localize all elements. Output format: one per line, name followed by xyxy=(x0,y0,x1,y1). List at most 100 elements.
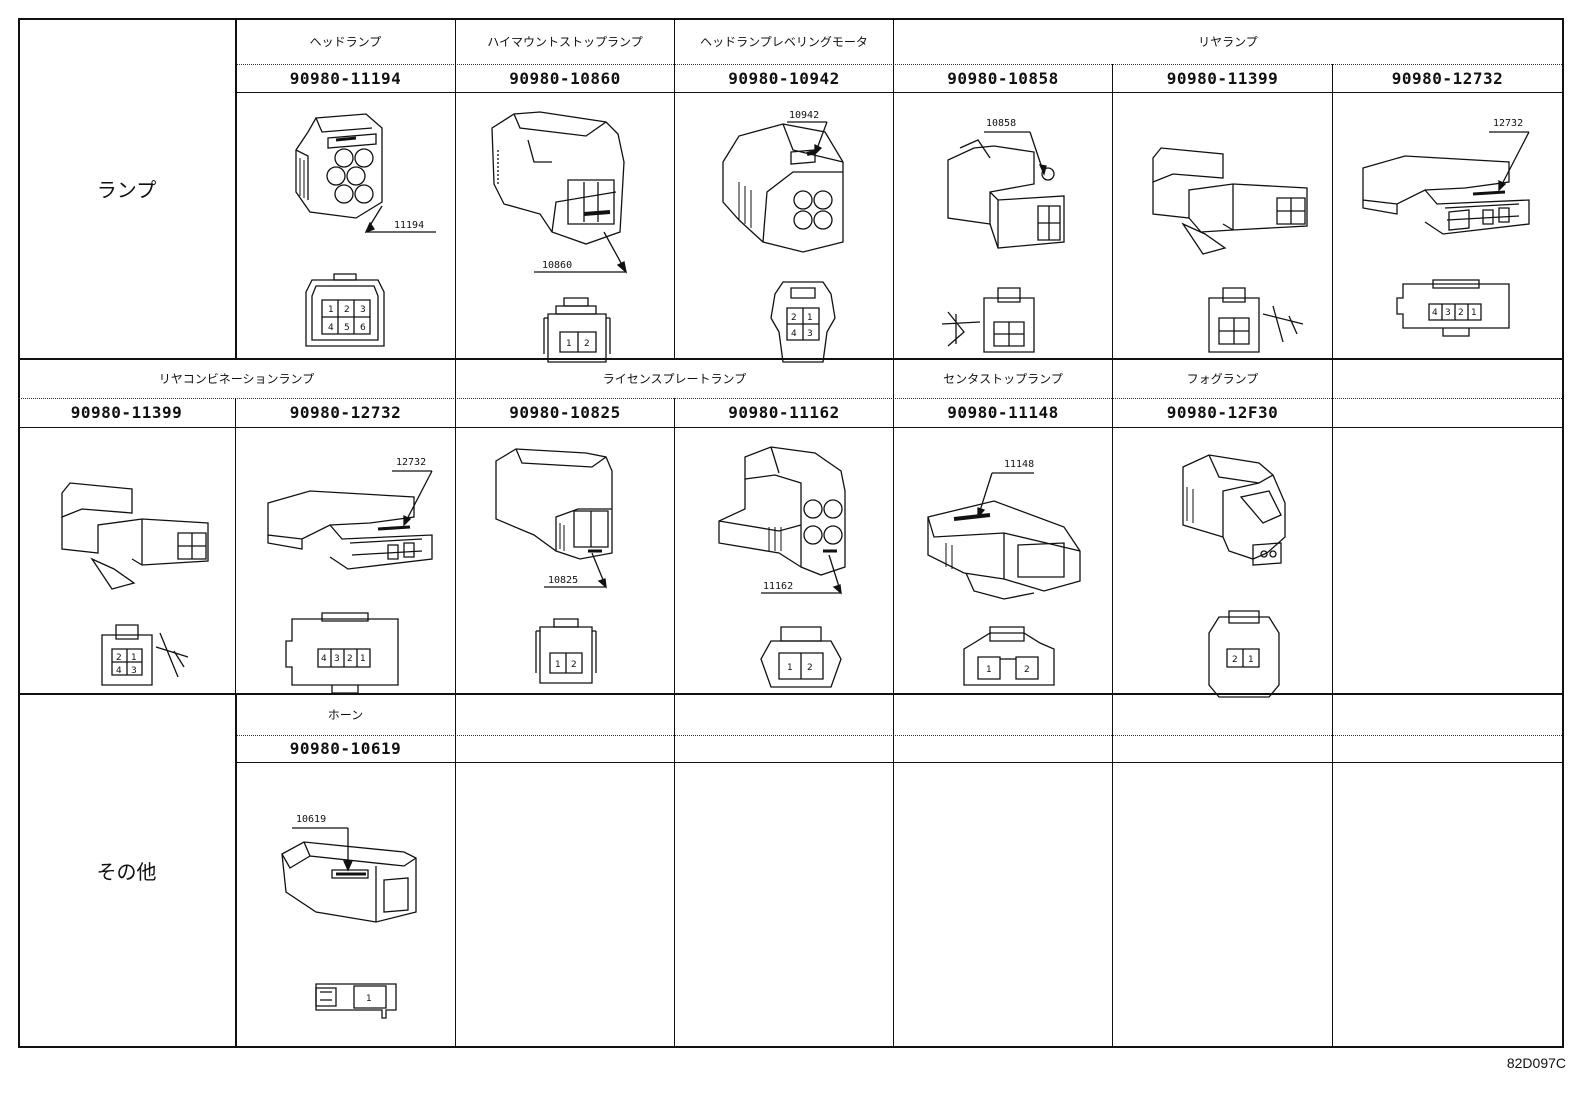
connector-drawing-11194: 11194 1 2 3 4 5 6 xyxy=(236,92,455,358)
connector-drawing-12732: 12732 4 3 2 1 xyxy=(1333,118,1562,358)
pin-label: 1 xyxy=(328,305,334,315)
pin-label: 3 xyxy=(807,329,813,339)
pin-label: 2 xyxy=(116,653,122,663)
connector-drawing-11148: 11148 1 2 xyxy=(894,459,1112,693)
pin-label: 2 xyxy=(571,660,577,670)
part-number: 90980-10825 xyxy=(509,403,621,422)
pin-label: 2 xyxy=(584,339,590,349)
s2-col-3 xyxy=(893,358,894,693)
connector-drawing-11162: 11162 1 2 xyxy=(675,427,893,693)
category-license-plate-lamp: ライセンスプレートランプ xyxy=(602,371,747,386)
border-right xyxy=(1562,18,1564,1048)
s1-cat-line xyxy=(236,64,1562,65)
pin-label: 1 xyxy=(1471,308,1477,318)
pin-label: 1 xyxy=(787,663,793,673)
pin-label: 6 xyxy=(360,323,366,333)
part-number: 90980-10942 xyxy=(728,68,840,88)
s2-pn-line xyxy=(18,427,1562,428)
pin-label: 5 xyxy=(344,323,350,333)
pin-label: 2 xyxy=(344,305,350,315)
section-divider-1 xyxy=(18,358,1564,360)
s2-col-0 xyxy=(235,398,236,693)
s1-col-2 xyxy=(674,18,675,358)
pin-label: 1 xyxy=(366,994,372,1004)
callout-label: 11194 xyxy=(394,220,424,231)
category-headlamp-leveling-motor: ヘッドランプレベリングモータ xyxy=(700,34,868,49)
s1-col-3 xyxy=(893,18,894,358)
s3-col-4 xyxy=(1112,693,1113,1048)
border-top xyxy=(18,18,1564,20)
pin-label: 2 xyxy=(807,663,813,673)
s1-col-4 xyxy=(1112,64,1113,358)
s1-col-1 xyxy=(455,18,456,358)
s1-col-5 xyxy=(1332,64,1333,358)
s3-col-5 xyxy=(1332,693,1333,1048)
pin-label: 2 xyxy=(1024,665,1030,675)
part-number: 90980-11148 xyxy=(947,403,1059,422)
s2-col-2 xyxy=(674,398,675,693)
connector-drawing-11399: 2 1 4 3 xyxy=(18,427,235,693)
s2-col-4 xyxy=(1112,358,1113,693)
s2-col-1 xyxy=(455,358,456,693)
pin-label: 1 xyxy=(360,654,366,664)
border-left xyxy=(18,18,20,1048)
callout-label: 10860 xyxy=(542,260,572,271)
connector-drawing-10942: 10942 2 1 4 3 xyxy=(675,110,893,358)
pin-label: 1 xyxy=(1248,655,1254,665)
category-rear-combination-lamp: リヤコンビネーションランプ xyxy=(158,371,315,386)
callout-label: 12732 xyxy=(396,457,426,468)
connector-drawing-10825: 10825 1 2 xyxy=(456,427,674,693)
pin-label: 1 xyxy=(986,665,992,675)
connector-drawing-10619: 10619 1 xyxy=(236,814,455,1048)
category-rear-lamp: リヤランプ xyxy=(1198,34,1258,49)
part-number: 90980-12732 xyxy=(289,403,402,422)
connector-drawing-12732: 12732 4 3 2 1 xyxy=(236,457,455,693)
s3-col-3 xyxy=(893,693,894,1048)
pin-label: 1 xyxy=(807,313,813,323)
pin-label: 4 xyxy=(1432,308,1438,318)
section-divider-2 xyxy=(18,693,1564,695)
pin-label: 1 xyxy=(555,660,561,670)
pin-label: 4 xyxy=(328,323,334,333)
pin-label: 3 xyxy=(1445,308,1451,318)
s3-col-2 xyxy=(674,693,675,1048)
connector-drawing-11399 xyxy=(1113,92,1332,358)
pin-label: 1 xyxy=(131,653,137,663)
category-high-mount-stop-lamp: ハイマウントストップランプ xyxy=(487,34,643,49)
connector-table: ランプ その他 ヘッドランプ ハイマウントストップランプ ヘッドランプレベリング… xyxy=(18,18,1564,1048)
category-center-stop-lamp: センタストップランプ xyxy=(943,371,1063,386)
connector-drawing-12F30: 2 1 xyxy=(1113,427,1332,693)
pin-label: 3 xyxy=(131,666,137,676)
row-label-other: その他 xyxy=(96,860,157,884)
callout-label: 11148 xyxy=(1004,459,1034,470)
figure-code: 82D097C xyxy=(1506,1055,1566,1071)
pin-label: 4 xyxy=(116,666,122,676)
s1-pn-line xyxy=(236,92,1562,93)
pin-label: 4 xyxy=(791,329,797,339)
part-number: 90980-10860 xyxy=(509,68,621,88)
callout-label: 10825 xyxy=(548,575,578,586)
part-number: 90980-11399 xyxy=(1166,68,1279,88)
s2-cat-line xyxy=(18,398,1562,399)
pin-label: 4 xyxy=(321,654,327,664)
s3-col-1 xyxy=(455,693,456,1048)
callout-label: 10858 xyxy=(986,118,1016,129)
part-number: 90980-11162 xyxy=(728,403,840,422)
connector-drawing-10858: 10858 xyxy=(894,118,1112,358)
s3-cat-line xyxy=(236,735,1562,736)
connector-drawing-10860: 10860 1 2 xyxy=(456,92,674,358)
callout-label: 10619 xyxy=(296,814,326,825)
s2-col-5 xyxy=(1332,358,1333,693)
callout-label: 11162 xyxy=(763,581,793,592)
part-number: 90980-12F30 xyxy=(1166,403,1279,422)
border-bottom xyxy=(18,1046,1564,1048)
pin-label: 3 xyxy=(360,305,366,315)
pin-label: 2 xyxy=(1458,308,1464,318)
category-fog-lamp: フォグランプ xyxy=(1186,371,1259,386)
part-number: 90980-10858 xyxy=(947,68,1059,88)
pin-label: 2 xyxy=(791,313,797,323)
callout-label: 12732 xyxy=(1493,118,1523,129)
pin-label: 2 xyxy=(1232,655,1238,665)
category-headlamp: ヘッドランプ xyxy=(309,34,382,49)
s1-col-0 xyxy=(235,18,237,358)
